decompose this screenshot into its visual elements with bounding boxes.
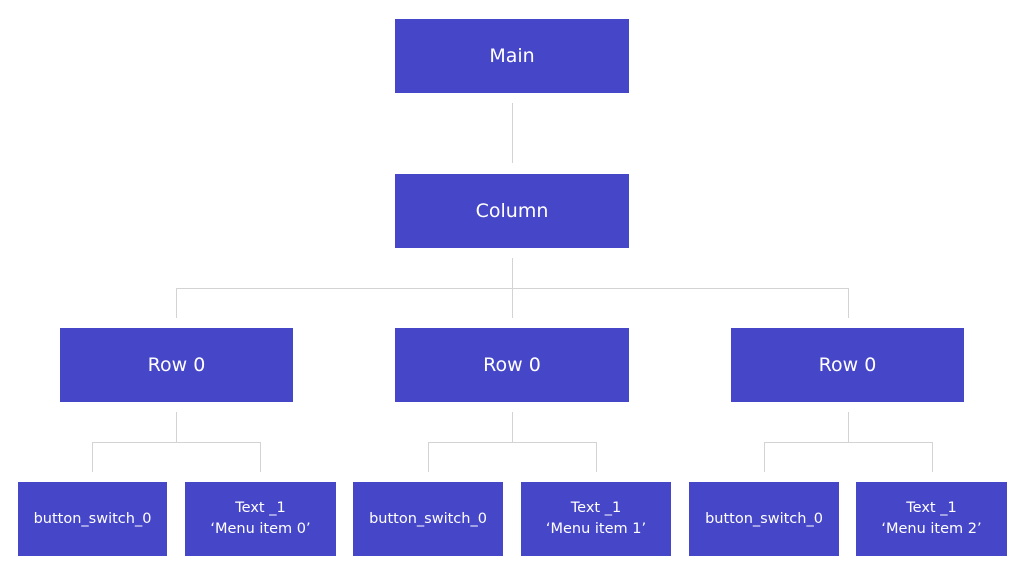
row-node: Row 0 — [60, 328, 293, 402]
text-node-value: ‘Menu item 0’ — [210, 521, 311, 537]
connector-leaf-1b — [596, 442, 597, 472]
button-switch-node: button_switch_0 — [689, 482, 839, 556]
button-switch-label: button_switch_0 — [705, 510, 823, 527]
row-node-label: Row 0 — [818, 354, 877, 376]
text-node-value: ‘Menu item 2’ — [881, 521, 982, 537]
text-node-title: Text _1 — [235, 500, 286, 516]
column-node-label: Column — [475, 200, 549, 222]
column-node: Column — [395, 174, 629, 248]
row-node-label: Row 0 — [147, 354, 206, 376]
button-switch-label: button_switch_0 — [33, 510, 152, 527]
connector-leaf-2a — [764, 442, 765, 472]
connector-row-2-bar — [764, 442, 933, 443]
text-node: Text _1 ‘Menu item 2’ — [856, 482, 1007, 556]
row-node-label: Row 0 — [483, 354, 541, 376]
text-node-value: ‘Menu item 1’ — [545, 521, 647, 537]
text-node-title: Text _1 — [906, 500, 957, 516]
connector-leaf-1a — [428, 442, 429, 472]
main-node: Main — [395, 19, 629, 93]
connector-row-2-up — [848, 288, 849, 318]
row-node: Row 0 — [731, 328, 964, 402]
connector-row-1-bar — [428, 442, 597, 443]
text-node: Text _1 ‘Menu item 0’ — [185, 482, 336, 556]
connector-leaf-0b — [260, 442, 261, 472]
button-switch-node: button_switch_0 — [353, 482, 503, 556]
connector-row-2-down — [848, 412, 849, 442]
connector-leaf-2b — [932, 442, 933, 472]
text-node: Text _1 ‘Menu item 1’ — [521, 482, 671, 556]
connector-row-1-down — [512, 412, 513, 442]
button-switch-node: button_switch_0 — [18, 482, 167, 556]
connector-row-0-bar — [92, 442, 261, 443]
connector-row-0-down — [176, 412, 177, 442]
main-node-label: Main — [489, 45, 535, 67]
button-switch-label: button_switch_0 — [369, 510, 487, 527]
connector-main-column — [512, 103, 513, 163]
text-node-title: Text _1 — [570, 500, 622, 516]
connector-row-0-up — [176, 288, 177, 318]
connector-leaf-0a — [92, 442, 93, 472]
row-node: Row 0 — [395, 328, 629, 402]
connector-rows-bar — [176, 288, 848, 289]
